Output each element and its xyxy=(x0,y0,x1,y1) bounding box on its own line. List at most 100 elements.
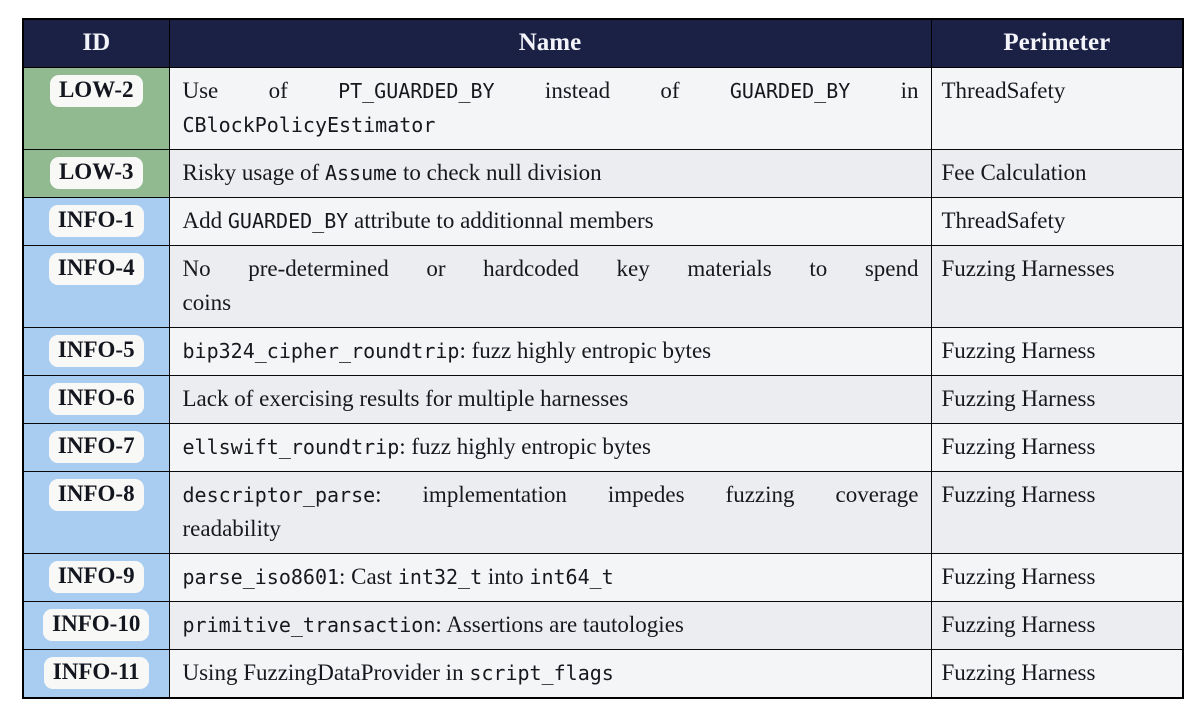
finding-id-cell: INFO-8 xyxy=(22,470,170,554)
text-token: instead of xyxy=(494,77,730,103)
table-row: INFO-9 parse_iso8601: Cast int32_t into … xyxy=(22,552,1184,602)
finding-name-line: CBlockPolicyEstimator xyxy=(183,108,919,142)
finding-id-cell: INFO-7 xyxy=(22,422,170,472)
code-token: CBlockPolicyEstimator xyxy=(182,112,436,137)
code-token: int64_t xyxy=(529,564,614,589)
code-token: bip324_cipher_roundtrip xyxy=(182,338,460,363)
text-token: readability xyxy=(182,515,281,541)
finding-id-cell: INFO-10 xyxy=(22,600,170,650)
column-header-name: Name xyxy=(168,18,932,68)
table-row: LOW-3 Risky usage of Assume to check nul… xyxy=(22,148,1184,198)
text-token: Lack of exercising results for multiple … xyxy=(182,385,629,411)
severity-badge: LOW-2 xyxy=(49,74,143,107)
finding-name: Use of PT_GUARDED_BY instead of GUARDED_… xyxy=(168,66,932,150)
text-token: attribute to additionnal members xyxy=(348,207,654,233)
header-row: ID Name Perimeter xyxy=(22,18,1184,68)
severity-badge: INFO-4 xyxy=(48,252,144,285)
text-token: Risky usage of xyxy=(182,159,325,185)
finding-perimeter: Fuzzing Harness xyxy=(930,326,1184,376)
finding-name: Lack of exercising results for multiple … xyxy=(168,374,932,424)
finding-name: descriptor_parse: implementation impedes… xyxy=(168,470,932,554)
finding-name: Risky usage of Assume to check null divi… xyxy=(168,148,932,198)
severity-badge: INFO-7 xyxy=(48,430,144,463)
text-token: to check null division xyxy=(397,159,602,185)
finding-name-line: readability xyxy=(183,512,919,546)
finding-id-cell: INFO-6 xyxy=(22,374,170,424)
finding-name-line: descriptor_parse: implementation impedes… xyxy=(183,478,919,512)
finding-id-cell: INFO-11 xyxy=(22,648,170,698)
code-token: primitive_transaction xyxy=(182,612,436,637)
finding-perimeter: Fuzzing Harness xyxy=(930,422,1184,472)
finding-name: primitive_transaction: Assertions are ta… xyxy=(168,600,932,650)
severity-badge: INFO-9 xyxy=(48,560,144,593)
finding-perimeter: ThreadSafety xyxy=(930,196,1184,246)
finding-perimeter: Fuzzing Harness xyxy=(930,648,1184,698)
finding-name-line: Lack of exercising results for multiple … xyxy=(183,382,919,416)
severity-badge: INFO-5 xyxy=(48,334,144,367)
finding-name: ellswift_roundtrip: fuzz highly entropic… xyxy=(168,422,932,472)
text-token: No pre-determined or hardcoded key mater… xyxy=(182,255,919,281)
finding-name: Using FuzzingDataProvider in script_flag… xyxy=(168,648,932,698)
finding-perimeter: Fuzzing Harness xyxy=(930,552,1184,602)
column-header-id: ID xyxy=(22,18,170,68)
code-token: GUARDED_BY xyxy=(227,208,349,233)
finding-id-cell: INFO-9 xyxy=(22,552,170,602)
text-token: : fuzz highly entropic bytes xyxy=(459,337,712,363)
code-token: GUARDED_BY xyxy=(729,78,851,103)
text-token: : implementation impedes fuzzing coverag… xyxy=(375,481,919,507)
table-row: INFO-4 No pre-determined or hardcoded ke… xyxy=(22,244,1184,328)
finding-name-line: Use of PT_GUARDED_BY instead of GUARDED_… xyxy=(183,74,919,108)
table-row: INFO-10 primitive_transaction: Assertion… xyxy=(22,600,1184,650)
text-token: : fuzz highly entropic bytes xyxy=(399,433,651,459)
finding-name-line: Risky usage of Assume to check null divi… xyxy=(183,156,919,190)
finding-name-line: parse_iso8601: Cast int32_t into int64_t xyxy=(183,560,919,594)
finding-name-line: Using FuzzingDataProvider in script_flag… xyxy=(183,656,919,690)
finding-name: parse_iso8601: Cast int32_t into int64_t xyxy=(168,552,932,602)
finding-id-cell: INFO-4 xyxy=(22,244,170,328)
code-token: ellswift_roundtrip xyxy=(182,434,400,459)
severity-badge: INFO-10 xyxy=(43,608,150,641)
code-token: Assume xyxy=(324,160,398,185)
table-header: ID Name Perimeter xyxy=(22,18,1184,68)
text-token: : Assertions are tautologies xyxy=(435,611,684,637)
severity-badge: INFO-1 xyxy=(48,204,144,237)
code-token: PT_GUARDED_BY xyxy=(338,78,495,103)
finding-perimeter: Fuzzing Harness xyxy=(930,374,1184,424)
finding-id-cell: INFO-5 xyxy=(22,326,170,376)
table-row: INFO-1 Add GUARDED_BY attribute to addit… xyxy=(22,196,1184,246)
table-row: INFO-8 descriptor_parse: implementation … xyxy=(22,470,1184,554)
finding-name: No pre-determined or hardcoded key mater… xyxy=(168,244,932,328)
table-row: INFO-6 Lack of exercising results for mu… xyxy=(22,374,1184,424)
finding-perimeter: Fuzzing Harnesses xyxy=(930,244,1184,328)
finding-name: bip324_cipher_roundtrip: fuzz highly ent… xyxy=(168,326,932,376)
column-header-perimeter: Perimeter xyxy=(930,18,1184,68)
finding-id-cell: LOW-3 xyxy=(22,148,170,198)
severity-badge: INFO-6 xyxy=(48,382,144,415)
text-token: Using FuzzingDataProvider in xyxy=(182,659,470,685)
text-token: coins xyxy=(182,289,232,315)
finding-perimeter: Fuzzing Harness xyxy=(930,600,1184,650)
finding-name-line: coins xyxy=(183,286,919,320)
finding-name: Add GUARDED_BY attribute to additionnal … xyxy=(168,196,932,246)
finding-name-line: ellswift_roundtrip: fuzz highly entropic… xyxy=(183,430,919,464)
table-row: INFO-7 ellswift_roundtrip: fuzz highly e… xyxy=(22,422,1184,472)
finding-id-cell: LOW-2 xyxy=(22,66,170,150)
table-row: INFO-11 Using FuzzingDataProvider in scr… xyxy=(22,648,1184,698)
severity-badge: INFO-11 xyxy=(43,656,149,689)
finding-name-line: Add GUARDED_BY attribute to additionnal … xyxy=(183,204,919,238)
finding-id-cell: INFO-1 xyxy=(22,196,170,246)
text-token: : Cast xyxy=(339,563,398,589)
table-body: LOW-2 Use of PT_GUARDED_BY instead of GU… xyxy=(22,66,1184,698)
code-token: parse_iso8601 xyxy=(182,564,340,589)
text-token: in xyxy=(850,77,919,103)
code-token: int32_t xyxy=(397,564,483,589)
text-token: Use of xyxy=(182,77,339,103)
table-row: LOW-2 Use of PT_GUARDED_BY instead of GU… xyxy=(22,66,1184,150)
finding-name-line: No pre-determined or hardcoded key mater… xyxy=(183,252,919,286)
code-token: script_flags xyxy=(469,660,614,685)
finding-perimeter: ThreadSafety xyxy=(930,66,1184,150)
code-token: descriptor_parse xyxy=(182,482,376,507)
finding-perimeter: Fee Calculation xyxy=(930,148,1184,198)
finding-perimeter: Fuzzing Harness xyxy=(930,470,1184,554)
severity-badge: INFO-8 xyxy=(48,478,144,511)
